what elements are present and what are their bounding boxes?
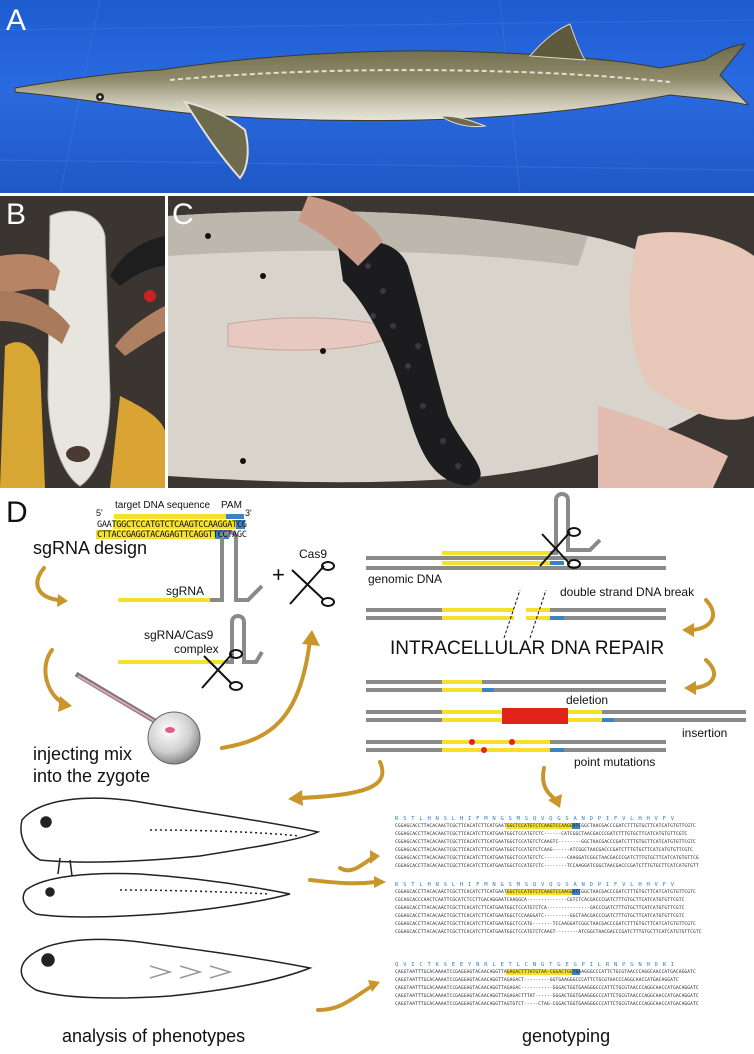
genomic-dna-label: genomic DNA — [368, 572, 443, 586]
alignment-2-row: CGGAGCACCTTACACAACTCGCTTCACATCTTCATGAATG… — [395, 906, 685, 911]
alignment-1-amino-acids: RSTLHNSLHIFMNGSMSQVQGSANDPIFVLHHVFV — [395, 816, 679, 822]
alignment-1-row: CGGAGCACCTTACACAACTCGCTTCACATCTTCATGAATG… — [395, 864, 699, 869]
handling-illustration — [0, 196, 165, 488]
dna-top-strand: GAATGGCTCCATGTCTCAAGTCCAAGGATCG — [97, 520, 247, 530]
sgrna-design-label: sgRNA design — [33, 538, 148, 558]
panel-d-crispr-diagram: D — [0, 490, 754, 1054]
dna-bottom-strand: CTTACCGAGGTACAGAGTTCAGGTTCCTAGC — [97, 530, 247, 540]
dsb-strands — [366, 589, 666, 639]
target-sequence-label: target DNA sequence — [115, 500, 211, 511]
alignment-2-amino-acids: RSTLHNSLHIFMNGSMSQVQGSANDPIFVLHHVFV — [395, 882, 679, 888]
alignment-2-target-highlight — [506, 889, 572, 895]
arrowheads-right — [288, 623, 696, 992]
alignment-3-row: CAGGTAATTTGCACAAAATCCGAGGAGTACAACAGGTTAG… — [395, 986, 699, 991]
insertion-strands — [366, 708, 746, 724]
alignment-3-target-highlight — [506, 969, 572, 975]
panel-b-handling-photo: B — [0, 196, 165, 488]
inject-label-line2: into the zygote — [33, 766, 151, 786]
deletion-strands — [366, 680, 666, 692]
genotype-alignment-1: RSTLHNSLHIFMNGSMSQVQGSANDPIFVLHHVFV CGGA… — [395, 816, 751, 876]
crispr-diagram-graphics — [20, 492, 746, 1012]
alignment-2-row: CGGAGCACCTTACACAACTCGCTTCACATCTTCATGAATG… — [395, 914, 685, 919]
alignment-1-row: CGGAGCACCTTACACAACTCGCTTCACATCTTCATGAATG… — [395, 848, 694, 853]
larva-phenotype-3 — [20, 938, 313, 999]
alignment-1-row: CGGAGCACCTTACACAACTCGCTTCACATCTTCATGAATG… — [395, 856, 699, 861]
target-sequence-bar — [114, 514, 226, 519]
dsb-label: double strand DNA break — [560, 585, 695, 599]
alignment-3-row: CAGGTAATTTGCACAAAATCCGAGGAGTACAACAGGTTAG… — [395, 994, 699, 999]
alignment-3-row: CAGGTAATTTGCACAAAATCCGAGGAGTACAACAGGTTAG… — [395, 1002, 699, 1007]
arrow-complex-to-inject — [43, 648, 68, 706]
deletion-label: deletion — [566, 693, 609, 707]
alignment-2-row: CGGAGCACCTTACACAACTCGCTTCACATCTTCATGAATG… — [395, 930, 702, 935]
complex-label-line2: complex — [174, 642, 219, 656]
arrowheads-left — [57, 594, 320, 712]
panel-d-label: D — [6, 496, 28, 529]
panel-c-egg-collection-photo: C — [168, 196, 754, 488]
sgrna-yellow-segment — [118, 598, 210, 602]
alignment-2-row: CGGAGCACCTTACACAACTCGCTTCACATCTTCATGAATG… — [395, 922, 696, 927]
cas9-label: Cas9 — [299, 547, 328, 561]
alignment-2-pam-highlight — [572, 889, 580, 895]
alignment-1-pam-highlight — [572, 823, 580, 829]
scissors-icon-genomic — [539, 527, 581, 569]
alignment-2-row: CGGAGCACCTTACACAACTCGCTTCACATCTTCATGAATG… — [395, 890, 696, 895]
flow-arrows-right — [298, 598, 716, 1012]
alignment-3-amino-acids: QVICTKSEEYNRLETLCNGTGEGPILRNPGNHDRI — [395, 962, 679, 968]
five-prime-label: 5' — [96, 508, 103, 518]
sgrna-scaffold — [210, 530, 264, 602]
alignment-3-pam-highlight — [572, 969, 580, 975]
top-strand-highlight — [113, 520, 236, 529]
complex-scaffold — [226, 614, 264, 664]
sgrna-label: sgRNA — [166, 584, 205, 598]
phenotypes-label: analysis of phenotypes — [62, 1026, 246, 1046]
arrow-inject-to-genome — [220, 638, 312, 750]
genotyping-label: genotyping — [522, 1026, 611, 1046]
repair-title: INTRACELLULAR DNA REPAIR — [390, 638, 665, 659]
alignment-1-row: CGGAGCACCTTACACAACTCGCTTCACATCTTCATGAATG… — [395, 832, 688, 837]
alignment-1-row: CGGAGCACCTTACACAACTCGCTTCACATCTTCATGAATG… — [395, 840, 696, 845]
panel-b-label: B — [6, 198, 27, 231]
genotype-alignment-3: QVICTKSEEYNRLETLCNGTGEGPILRNPGNHDRI CAGG… — [395, 962, 751, 1014]
three-prime-label: 3' — [245, 508, 252, 518]
panel-c-label: C — [172, 198, 194, 231]
alignment-3-row: CAGGTAATTTGCACAAAATCCGAGGAGTACAACAGGTTAG… — [395, 970, 696, 975]
alignment-1-target-highlight — [506, 823, 572, 829]
arrow-design-to-sgrna — [35, 566, 60, 602]
inject-label-line1: injecting mix — [33, 744, 133, 764]
scissors-icon-complex — [201, 649, 243, 691]
zygote-injection-icon — [74, 671, 201, 765]
point-mutations-label: point mutations — [574, 755, 656, 769]
bottom-strand-highlight — [96, 530, 215, 539]
scissors-icon-cas9 — [289, 561, 335, 607]
complex-label-line1: sgRNA/Cas9 — [144, 628, 214, 642]
alignment-2-row: CGCAGCACCCAACTCAATTCGCATCTCCTTGACAGGAATC… — [395, 898, 685, 903]
panel-a-label: A — [6, 4, 27, 37]
panel-a-sturgeon-photo: A — [0, 0, 754, 193]
complex-sgrna-yellow — [118, 660, 226, 664]
genomic-dna-strands — [366, 492, 666, 570]
genotype-alignment-2: RSTLHNSLHIFMNGSMSQVQGSANDPIFVLHHVFV CGGA… — [395, 882, 751, 942]
insertion-label: insertion — [682, 726, 728, 740]
top-strand-pam-highlight — [236, 520, 245, 529]
pam-bar — [226, 514, 244, 519]
point-mutation-strands — [366, 739, 666, 753]
egg-collection-illustration — [168, 196, 754, 488]
alignment-3-row: CAGGTAATTTGCACAAAATCCGAGGAGTACAACAGGTTAG… — [395, 978, 679, 983]
sturgeon-illustration — [0, 0, 754, 193]
alignment-1-row: CGGAGCACCTTACACAACTCGCTTCACATCTTCATGAATG… — [395, 824, 696, 829]
larva-phenotype-2 — [22, 872, 291, 918]
plus-sign: + — [272, 562, 285, 587]
pam-label: PAM — [221, 500, 242, 511]
larva-phenotype-1 — [20, 797, 321, 877]
